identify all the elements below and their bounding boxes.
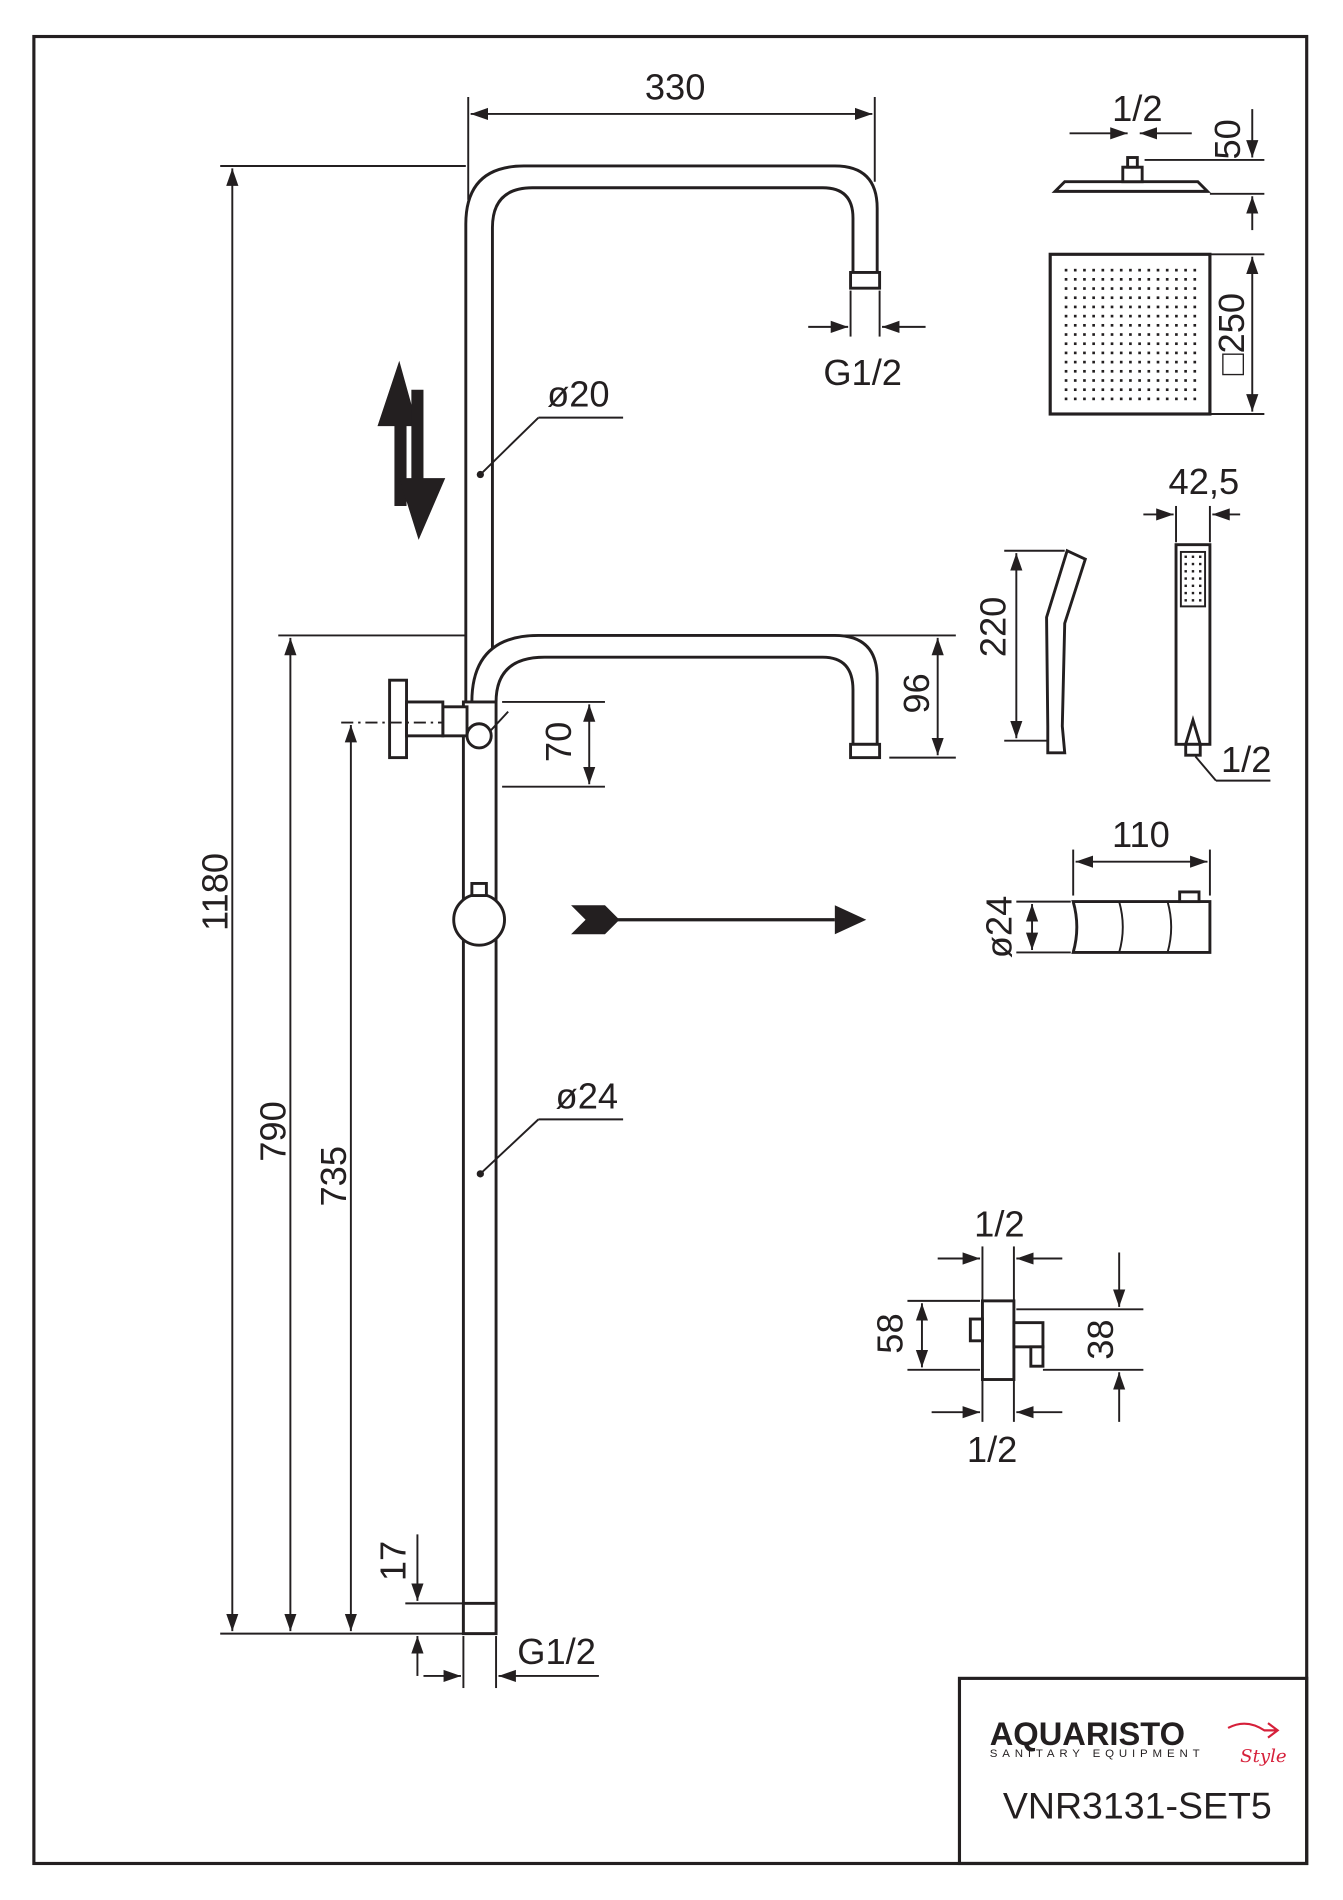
dim-330: 330 — [645, 66, 706, 107]
dim-17: 17 — [372, 1541, 413, 1581]
nozzle-grid — [1064, 268, 1202, 602]
dim-dia24: ø24 — [556, 1075, 619, 1116]
dim-head-250: □250 — [1211, 293, 1252, 375]
dim-1180: 1180 — [194, 853, 235, 931]
dim-outlet-38: 38 — [1080, 1319, 1121, 1359]
height-adjust-arrow-icon — [377, 360, 446, 540]
dim-hand-42-5: 42,5 — [1169, 461, 1240, 502]
dim-thread-top: G1/2 — [823, 352, 902, 393]
dim-dia20: ø20 — [547, 374, 610, 415]
dim-hand-conn: 1/2 — [1221, 739, 1271, 780]
dim-96: 96 — [896, 673, 937, 713]
brand-subtitle: SANITARY EQUIPMENT — [990, 1748, 1205, 1760]
shower-column — [388, 164, 882, 1636]
slider-bracket-drawing — [1016, 849, 1212, 954]
title-block: AQUARISTO SANITARY EQUIPMENT Style VNR31… — [957, 1676, 1309, 1866]
dim-head-conn: 1/2 — [1112, 88, 1162, 129]
dimension-lines — [220, 97, 956, 1689]
brand-logo: AQUARISTO — [990, 1715, 1185, 1752]
dim-70: 70 — [538, 722, 579, 762]
dim-hand-220: 220 — [972, 597, 1013, 658]
slider-knob — [452, 892, 506, 947]
brand-script: Style — [1240, 1746, 1286, 1767]
wall-outlet-drawing — [907, 1246, 1144, 1422]
drawing-frame — [32, 34, 1309, 1866]
dim-slider-110: 110 — [1112, 814, 1170, 855]
dim-outlet-top: 1/2 — [974, 1204, 1024, 1245]
dim-head-50: 50 — [1207, 119, 1248, 159]
dim-slider-dia24: ø24 — [978, 896, 1019, 959]
dim-outlet-bottom: 1/2 — [967, 1429, 1017, 1470]
dim-790: 790 — [253, 1101, 294, 1162]
model-number: VNR3131-SET5 — [1003, 1785, 1272, 1827]
dim-outlet-58: 58 — [870, 1313, 911, 1353]
head-shower-drawing — [1048, 109, 1265, 416]
dim-735: 735 — [313, 1146, 354, 1207]
dim-thread-bottom: G1/2 — [517, 1631, 596, 1672]
swivel-arrow-icon — [571, 905, 867, 935]
